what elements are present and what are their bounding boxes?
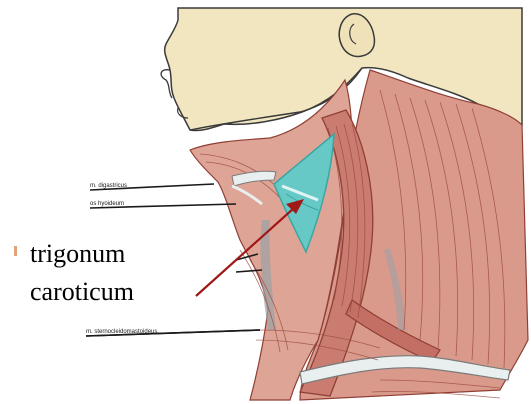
leader-label-digastricus: m. digastricus [90, 183, 127, 189]
bullet-marker [14, 246, 17, 256]
leader-label-scm: m. sternocleidomastoideus [86, 329, 157, 335]
label-line-trigonum: trigonum [30, 239, 125, 268]
label-line-caroticum: caroticum [30, 277, 134, 306]
leader-label-hyoid: os hyoideum [90, 201, 124, 207]
